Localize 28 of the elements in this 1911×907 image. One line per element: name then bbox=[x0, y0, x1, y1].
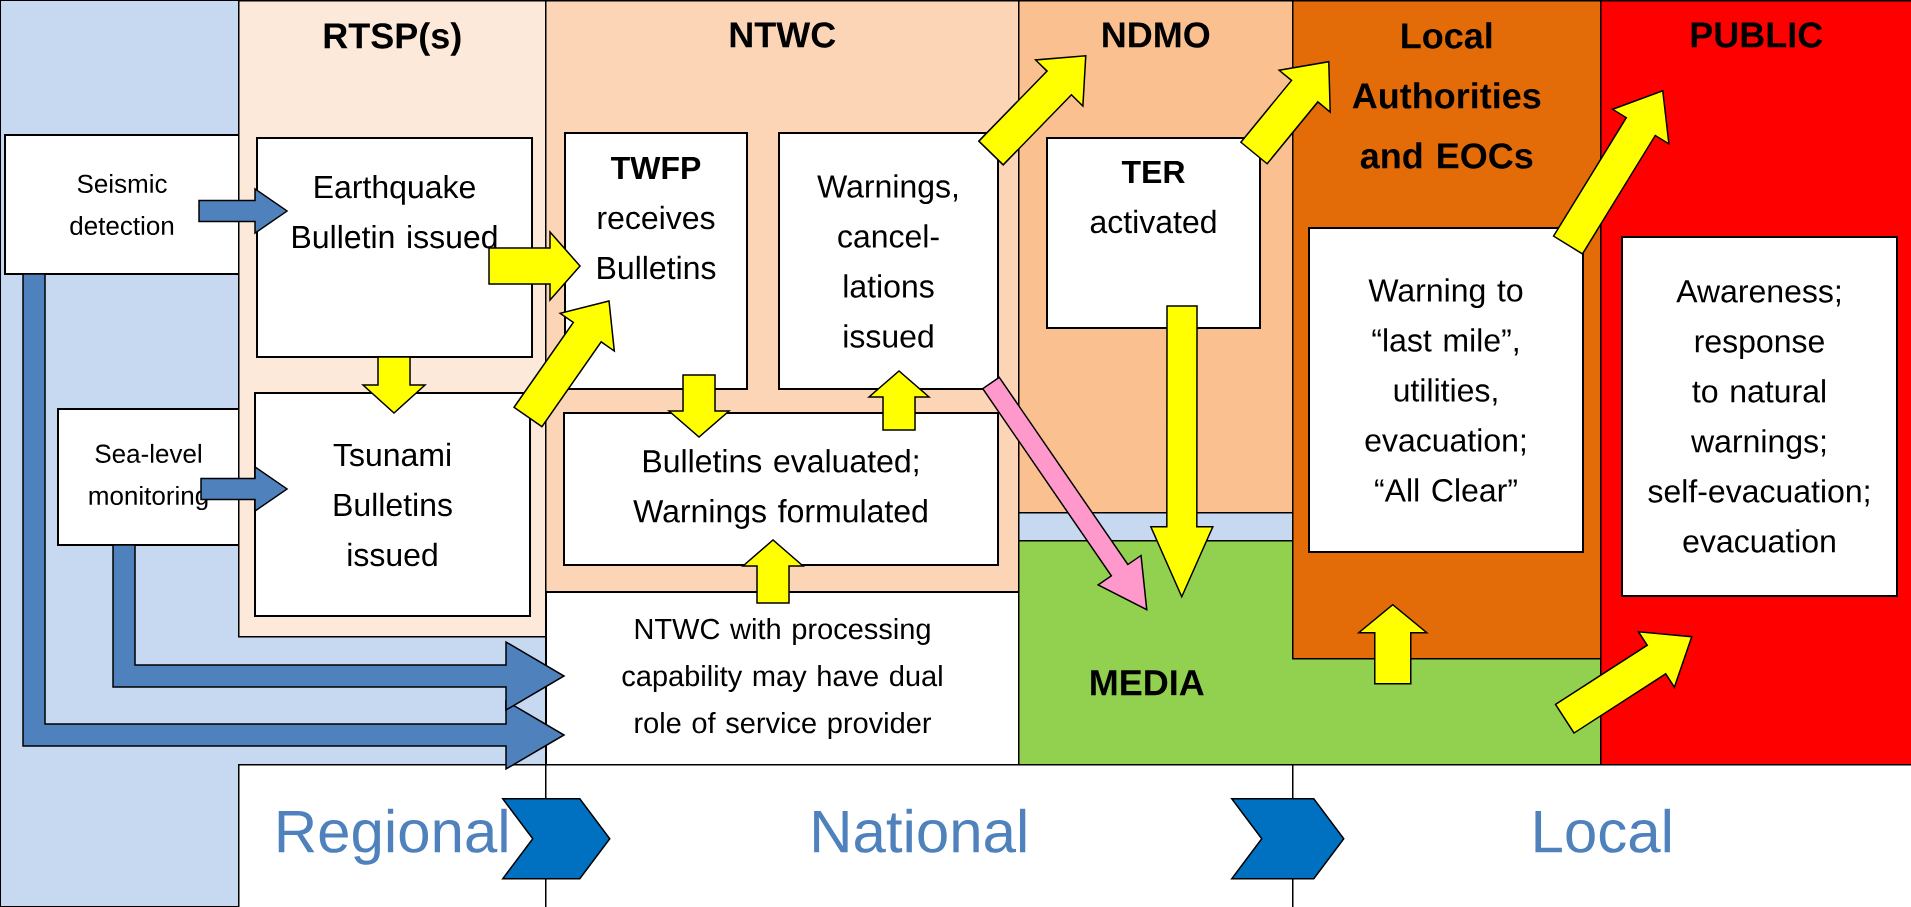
block-arrow bbox=[200, 465, 289, 513]
text-box: Earthquake Bulletin issued bbox=[256, 137, 533, 358]
text-box: NTWC with processing capability may have dual role of service provider bbox=[545, 591, 1020, 766]
block-arrow bbox=[1552, 89, 1670, 255]
text-box: Sea-level monitoring bbox=[57, 408, 240, 546]
block-arrow bbox=[1356, 603, 1429, 685]
block-arrow bbox=[667, 374, 732, 438]
text-box: TER activated bbox=[1046, 137, 1261, 329]
block-arrow bbox=[112, 544, 566, 712]
block-arrow bbox=[741, 539, 806, 604]
text-box: TWFP receives Bulletins bbox=[564, 132, 748, 390]
block-arrow bbox=[513, 300, 616, 428]
chevron-arrow bbox=[1230, 798, 1345, 880]
text-box: Warning to “last mile”, utilities, evacuation; “All Clear” bbox=[1308, 227, 1584, 553]
block-arrow bbox=[22, 273, 566, 771]
block-arrow bbox=[361, 356, 427, 414]
block-arrow bbox=[867, 370, 932, 431]
table-cell: Regional bbox=[238, 764, 547, 907]
text-box: Tsunami Bulletins issued bbox=[254, 392, 531, 617]
block-arrow bbox=[488, 230, 581, 302]
block-arrow bbox=[1149, 305, 1214, 599]
text-box: Seismic detection bbox=[4, 134, 240, 275]
text-box: Warnings, cancel-lations issued bbox=[778, 132, 999, 390]
block-arrow bbox=[198, 187, 289, 235]
text-box: Awareness; response to natural warnings; self-evacuation; evacuation bbox=[1621, 236, 1898, 597]
table-cell: Local bbox=[1292, 764, 1911, 907]
text-box: Bulletins evaluated; Warnings formulated bbox=[563, 412, 999, 566]
chevron-arrow bbox=[501, 798, 611, 880]
